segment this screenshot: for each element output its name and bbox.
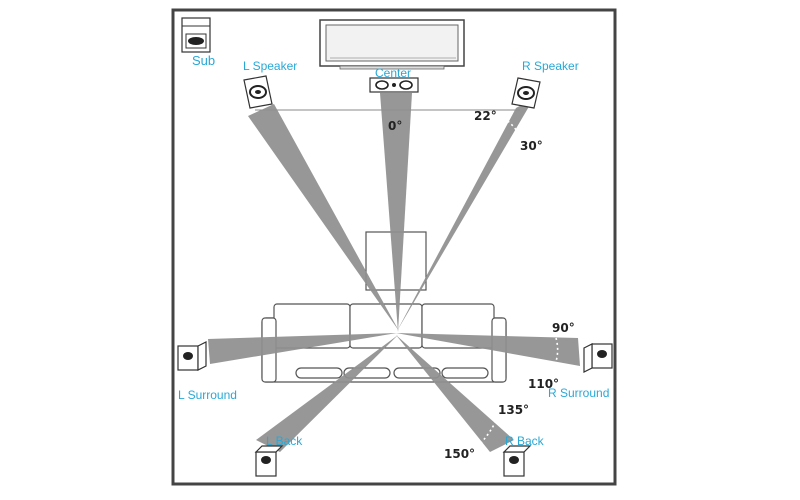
beam-right-back — [396, 335, 514, 452]
beam-right-front — [397, 98, 534, 331]
beam-center — [380, 93, 412, 332]
angle-110: 110° — [528, 377, 559, 391]
arc-90-110 — [545, 337, 559, 381]
angle-0: 0° — [388, 119, 402, 133]
speaker-icon — [177, 341, 207, 371]
label-left-speaker: L Speaker — [243, 59, 297, 73]
beam-left-front — [248, 104, 399, 331]
angle-30: 30° — [520, 139, 543, 153]
speaker-icon — [369, 77, 419, 93]
angle-135: 135° — [498, 403, 529, 417]
angle-22: 22° — [474, 109, 497, 123]
beam-left-surround — [208, 333, 397, 364]
beam-left-back — [256, 335, 398, 452]
speaker-icon — [502, 445, 532, 477]
speaker-icon — [243, 75, 273, 109]
beam-right-surround — [396, 333, 580, 366]
label-left-back: L Back — [266, 434, 303, 448]
tv-icon — [319, 19, 465, 70]
speaker-icon — [511, 77, 541, 109]
angle-150: 150° — [444, 447, 475, 461]
arc-135-150 — [477, 411, 501, 447]
room-frame — [171, 8, 617, 486]
label-left-surround: L Surround — [178, 388, 237, 402]
label-right-surround: R Surround — [548, 386, 609, 400]
speaker-icon — [583, 343, 613, 373]
subwoofer-icon — [181, 17, 211, 53]
arc-22-30 — [494, 112, 523, 141]
label-right-back: R Back — [505, 434, 545, 448]
label-sub: Sub — [192, 53, 215, 68]
angle-90: 90° — [552, 321, 575, 335]
speaker-icon — [254, 445, 284, 477]
label-right-speaker: R Speaker — [522, 59, 579, 73]
label-center: Center — [375, 66, 411, 80]
